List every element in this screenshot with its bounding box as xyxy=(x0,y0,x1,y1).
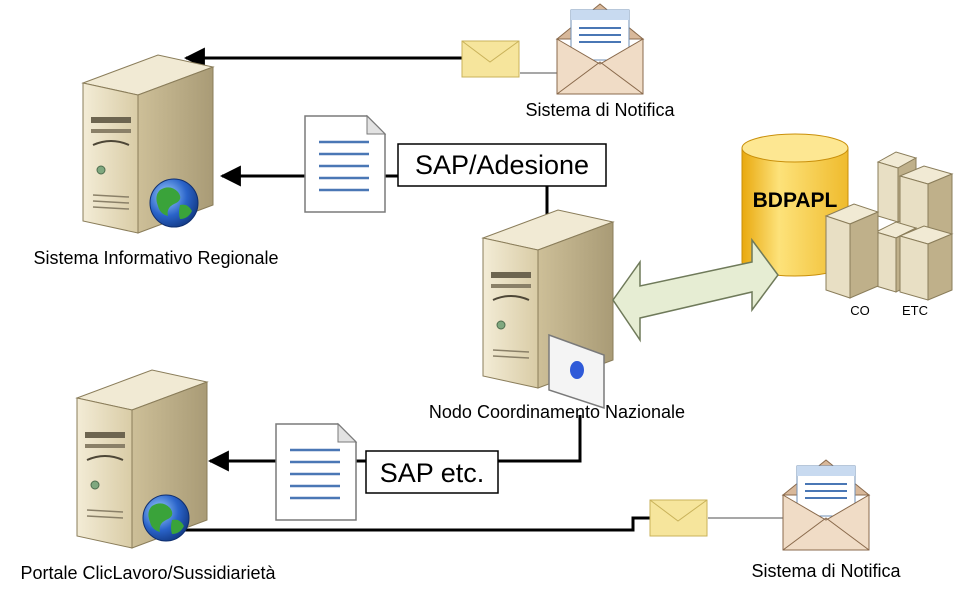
open-mail-icon xyxy=(781,459,871,551)
open-mail-icon xyxy=(555,3,645,95)
database-icon: BDPAPL xyxy=(741,133,849,277)
certificate-icon xyxy=(548,333,605,410)
globe-icon xyxy=(142,494,190,542)
regionale-label: Sistema Informativo Regionale xyxy=(33,248,278,268)
document-icon xyxy=(275,422,358,521)
sap-etc-label: SAP etc. xyxy=(380,458,485,488)
sap-adesione-label: SAP/Adesione xyxy=(415,150,589,180)
arrow-notifica-to-portale xyxy=(129,493,650,532)
etc-label: ETC xyxy=(902,303,928,318)
co-label: CO xyxy=(850,303,870,318)
bdpapl-label: BDPAPL xyxy=(753,189,838,212)
envelope-icon xyxy=(649,499,708,537)
globe-icon xyxy=(149,178,199,228)
notifica-bottom-label: Sistema di Notifica xyxy=(751,561,901,581)
line-nodo-to-sap-etc xyxy=(498,415,582,463)
sap-adesione-box: SAP/Adesione xyxy=(397,143,607,187)
double-arrow-icon xyxy=(612,237,779,343)
envelope-icon xyxy=(461,40,520,78)
sap-etc-box: SAP etc. xyxy=(365,450,499,494)
nodo-label: Nodo Coordinamento Nazionale xyxy=(429,402,685,422)
server-cluster-icon xyxy=(824,151,954,301)
notifica-top-label: Sistema di Notifica xyxy=(525,100,675,120)
portale-label: Portale ClicLavoro/Sussidiarietà xyxy=(20,563,276,583)
document-icon xyxy=(304,114,387,213)
